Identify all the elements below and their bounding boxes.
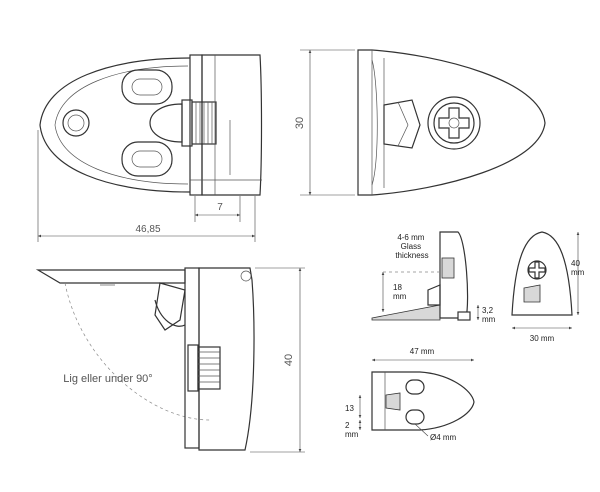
small-clamp-view bbox=[371, 231, 480, 321]
dim-2-line-1: 2 bbox=[345, 421, 350, 430]
dim-2: 2 mm bbox=[345, 421, 359, 439]
dim-30mm: 30 mm bbox=[530, 334, 555, 343]
dim-7: 7 bbox=[217, 202, 223, 213]
dim-18-line-2: mm bbox=[393, 292, 407, 301]
dim-40mm-line-1: 40 bbox=[571, 259, 580, 268]
dim-3-2-line-1: 3,2 bbox=[482, 306, 494, 315]
dim-3-2: 3,2 mm bbox=[482, 306, 496, 324]
dim-2-line-2: mm bbox=[345, 430, 359, 439]
side-view bbox=[35, 267, 305, 453]
dim-40: 40 bbox=[283, 354, 295, 366]
dim-40mm: 40 mm bbox=[571, 259, 585, 277]
glass-line-2: Glass bbox=[401, 242, 421, 251]
dim-18-line-1: 18 bbox=[393, 283, 402, 292]
dim-18: 18 mm bbox=[393, 283, 407, 301]
glass-thickness-label: 4-6 mm Glass thickness bbox=[395, 233, 428, 260]
top-view bbox=[37, 54, 263, 242]
dim-hole: Ø4 mm bbox=[430, 433, 457, 442]
dim-30: 30 bbox=[294, 117, 306, 129]
dim-13: 13 bbox=[345, 404, 354, 413]
glass-line-3: thickness bbox=[395, 251, 428, 260]
dim-3-2-line-2: mm bbox=[482, 315, 496, 324]
glass-line-1: 4-6 mm bbox=[397, 233, 424, 242]
front-view bbox=[300, 49, 546, 196]
dim-40mm-line-2: mm bbox=[571, 268, 585, 277]
small-top-view bbox=[358, 358, 475, 437]
dim-width: 46,85 bbox=[135, 224, 160, 235]
dim-47mm: 47 mm bbox=[410, 347, 435, 356]
small-front-view bbox=[511, 231, 580, 330]
angle-note: Lig eller under 90° bbox=[63, 373, 152, 385]
